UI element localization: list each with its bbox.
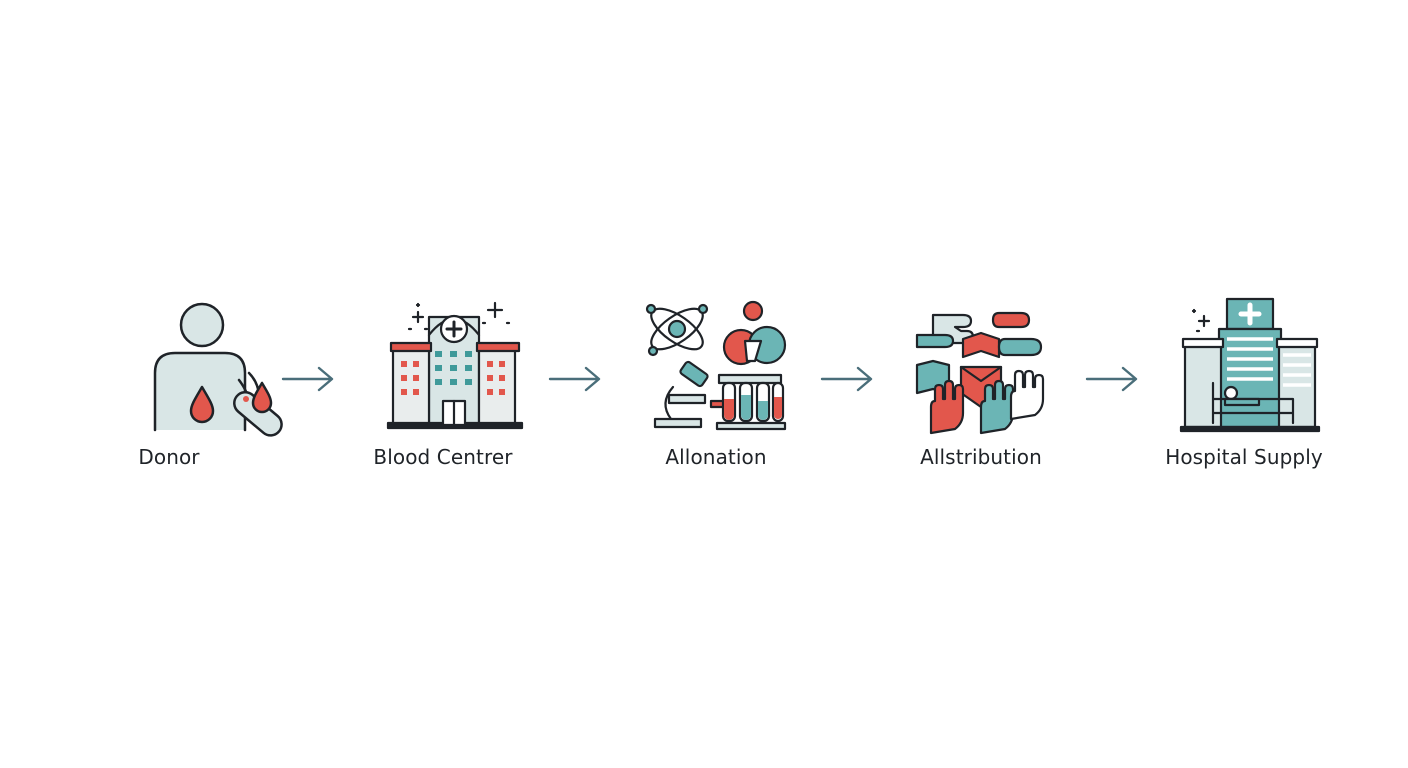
distribution-hands-icon <box>915 311 1045 435</box>
blood-center-building-icon <box>386 301 524 430</box>
step-donor: Donor <box>59 295 283 485</box>
arrow-right-icon <box>820 366 873 392</box>
donor-icon <box>153 302 283 437</box>
arrow-right-icon <box>1085 366 1138 392</box>
lab-allocation-icon <box>645 300 787 431</box>
arrow-right-icon <box>548 366 601 392</box>
step-label-blood-centre: Blood Centrer <box>373 445 513 469</box>
step-blood-centre: Blood Centrer <box>333 295 553 485</box>
step-hospital-supply: Hospital Supply <box>1134 295 1354 485</box>
step-allocation: Allonation <box>606 295 826 485</box>
step-label-hospital-supply: Hospital Supply <box>1165 445 1323 469</box>
arrow-right-icon <box>281 366 334 392</box>
step-distribution: Allstribution <box>871 295 1091 485</box>
step-label-allocation: Allonation <box>665 445 767 469</box>
hospital-icon <box>1179 297 1321 433</box>
step-label-distribution: Allstribution <box>920 445 1042 469</box>
step-label-donor: Donor <box>138 445 200 469</box>
